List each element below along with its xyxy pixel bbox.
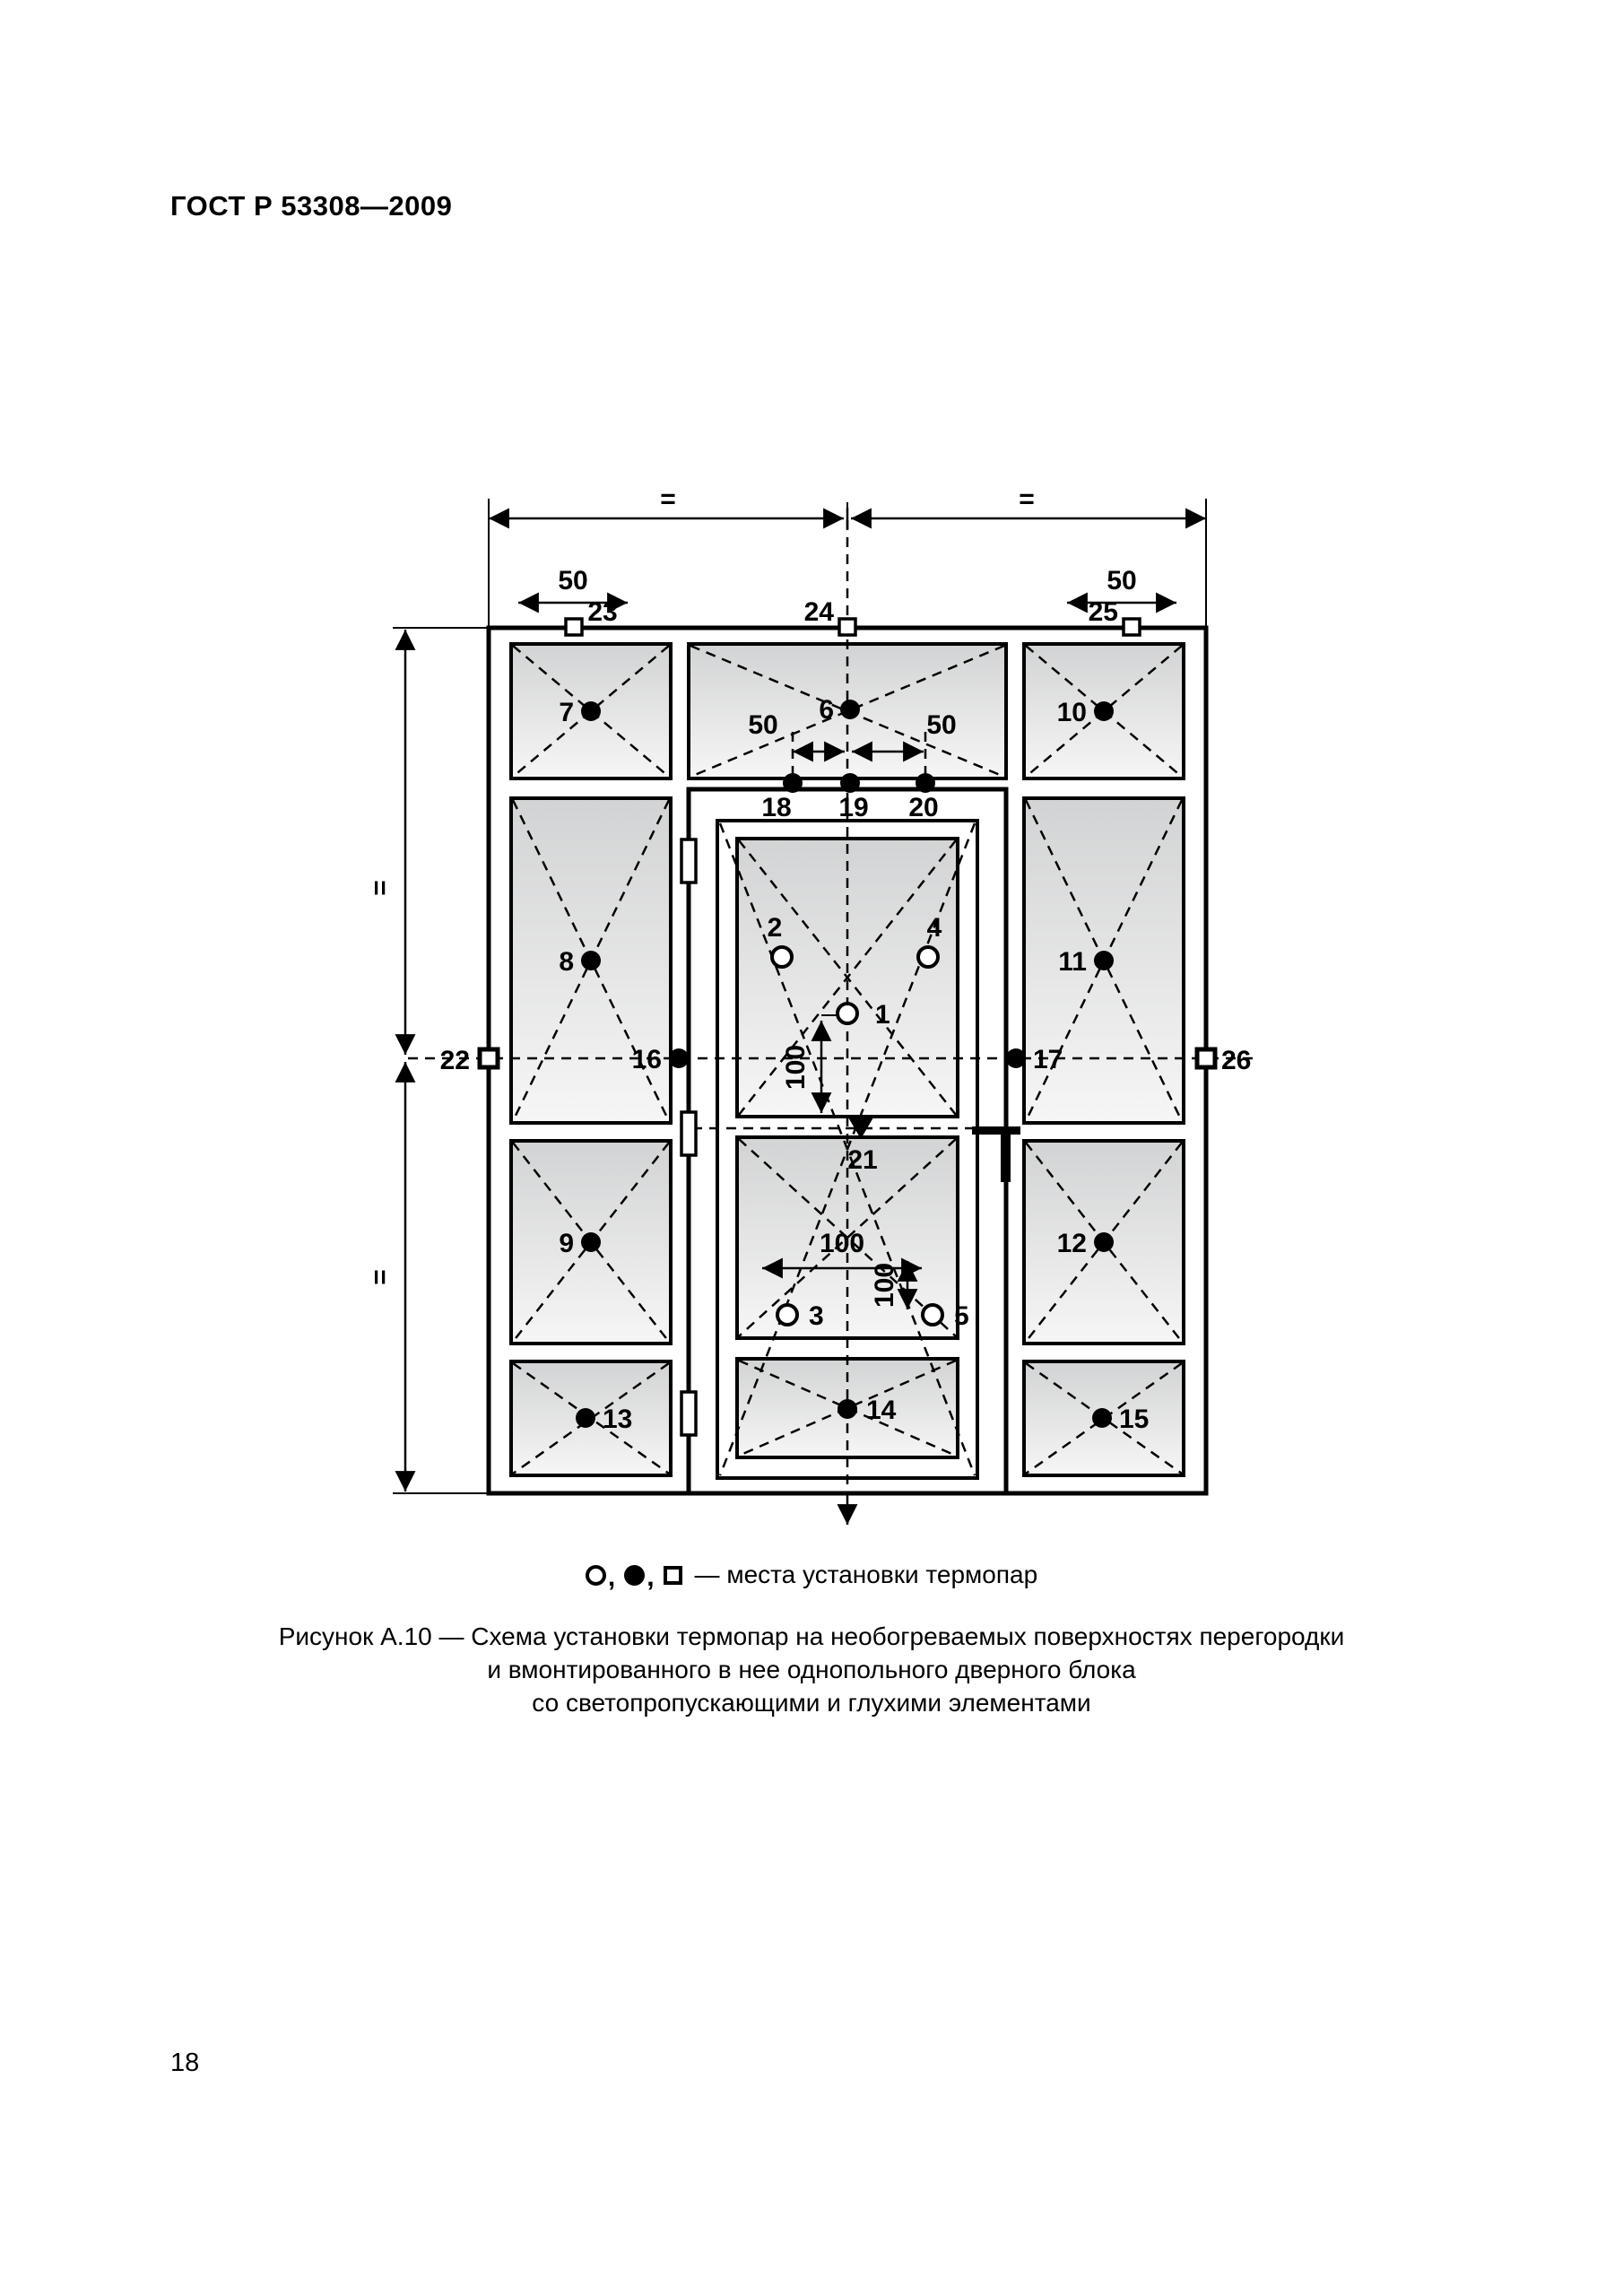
dimension-top: = =: [488, 484, 1207, 626]
tc-label-13: 13: [603, 1405, 632, 1434]
tc-label-22: 22: [440, 1046, 470, 1075]
tc-marker-23: [564, 617, 584, 637]
door-handle: [972, 1126, 1020, 1182]
dimension-100-upper: 100: [781, 1014, 844, 1113]
tc-label-5: 5: [954, 1301, 969, 1331]
tc-marker-13: [576, 1408, 595, 1428]
tc-marker-11: [1094, 951, 1114, 970]
tc-marker-26: [1194, 1047, 1218, 1070]
tc-marker-22: [477, 1047, 500, 1070]
tc-label-21: 21: [847, 1145, 877, 1175]
legend: , , — места установки термопар: [0, 1561, 1623, 1592]
open-square-icon: [663, 1565, 682, 1585]
tc-marker-2: [770, 945, 794, 969]
dim-100-upper: 100: [781, 1045, 811, 1090]
thermocouple-squares: [477, 617, 1218, 1070]
hinge-bottom: [680, 1390, 698, 1437]
legend-separator: ,: [607, 1562, 616, 1592]
tc-label-18: 18: [761, 793, 791, 822]
tc-label-1: 1: [875, 1000, 890, 1030]
legend-text: — места установки термопар: [694, 1561, 1038, 1588]
tc-marker-25: [1122, 617, 1141, 637]
dim-100-lower-vertical: 100: [870, 1263, 899, 1308]
tc-label-25: 25: [1089, 597, 1118, 627]
equal-mark-top-left: =: [660, 484, 676, 514]
tc-marker-7: [581, 701, 601, 721]
tc-marker-16: [669, 1048, 689, 1068]
tc-label-9: 9: [559, 1229, 574, 1258]
tc-marker-12: [1094, 1232, 1114, 1252]
tc-marker-4: [916, 945, 940, 969]
hinge-top: [680, 838, 698, 884]
tc-label-20: 20: [908, 793, 938, 822]
equal-mark-left-upper: =: [365, 880, 395, 896]
tc-marker-24: [838, 617, 857, 637]
tc-label-12: 12: [1057, 1229, 1087, 1258]
dim-50-top-left: 50: [558, 566, 587, 596]
tc-label-7: 7: [559, 698, 574, 727]
dim-50-door-right: 50: [926, 710, 956, 740]
figure-caption: Рисунок А.10 — Схема установки термопар …: [0, 1620, 1623, 1719]
tc-marker-21: [848, 1118, 873, 1139]
tc-label-4: 4: [927, 913, 942, 943]
document-header: ГОСТ Р 53308—2009: [170, 190, 453, 222]
tc-marker-14: [838, 1399, 857, 1419]
equal-mark-left-lower: =: [365, 1269, 395, 1285]
tc-marker-1: [836, 1002, 859, 1025]
door-hinges: [680, 838, 698, 1437]
hinge-middle: [680, 1110, 698, 1157]
dimension-50-top: 50 50: [518, 566, 1176, 613]
tc-marker-18: [783, 773, 803, 793]
thermocouple-filled: [576, 700, 1114, 1428]
dim-50-door-left: 50: [748, 710, 777, 740]
page-number: 18: [170, 2048, 200, 2077]
tc-marker-5: [921, 1303, 944, 1326]
dim-100-lower-horizontal: 100: [820, 1229, 864, 1258]
tc-marker-17: [1006, 1048, 1026, 1068]
tc-label-24: 24: [804, 597, 835, 627]
tc-marker-20: [916, 773, 935, 793]
tc-label-16: 16: [632, 1045, 662, 1074]
dimension-100-lower: 100 100: [762, 1229, 922, 1309]
filled-circle-icon: [624, 1564, 646, 1586]
legend-separator: ,: [647, 1562, 655, 1592]
dim-50-top-right: 50: [1107, 566, 1136, 596]
tc-marker-10: [1094, 701, 1114, 721]
tc-marker-3: [776, 1303, 799, 1326]
dimension-50-door: 50 50: [748, 710, 957, 762]
caption-line-3: со светопропускающими и глухими элемента…: [532, 1689, 1091, 1717]
tc-label-23: 23: [587, 597, 617, 627]
dimension-left: = =: [365, 627, 487, 1494]
tc-label-19: 19: [838, 793, 868, 822]
tc-label-15: 15: [1119, 1405, 1149, 1434]
tc-marker-6: [840, 700, 860, 719]
tc-label-2: 2: [768, 913, 783, 943]
tc-marker-19: [840, 773, 860, 793]
tc-label-10: 10: [1057, 698, 1087, 727]
tc-label-26: 26: [1221, 1046, 1251, 1075]
construction-lines: [408, 520, 1254, 1525]
point-labels: 1 2 3 4 5 6 7 8 9 10 11 12 13 14 15 16 1…: [440, 597, 1252, 1434]
open-circle-icon: [585, 1564, 606, 1586]
equal-mark-top-right: =: [1019, 484, 1035, 514]
tc-label-3: 3: [809, 1301, 824, 1331]
tc-label-11: 11: [1058, 947, 1087, 977]
tc-label-8: 8: [559, 947, 574, 977]
tc-marker-9: [581, 1232, 601, 1252]
tc-label-14: 14: [866, 1396, 897, 1425]
tc-label-6: 6: [819, 695, 834, 725]
panel-bottom-right: [1022, 1360, 1185, 1477]
tc-label-17: 17: [1033, 1045, 1063, 1074]
tc-marker-15: [1092, 1408, 1112, 1428]
caption-line-2: и вмонтированного в нее однопольного две…: [487, 1656, 1136, 1683]
tc-marker-8: [581, 951, 601, 970]
caption-line-1: Рисунок А.10 — Схема установки термопар …: [278, 1622, 1345, 1650]
thermocouple-open: [770, 945, 944, 1326]
